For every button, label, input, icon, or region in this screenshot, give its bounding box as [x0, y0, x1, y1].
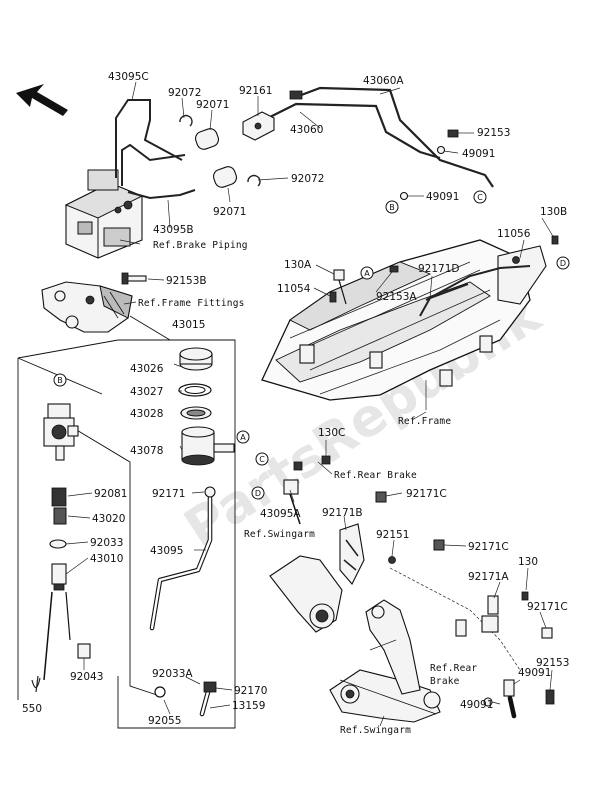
part-label-130a: 130A — [284, 259, 312, 271]
part-label-92153b: 92153B — [166, 275, 207, 287]
callout-c-label: C — [259, 455, 265, 464]
part-label-43095c: 43095C — [108, 71, 149, 83]
part-label-92171b: 92171B — [322, 507, 363, 519]
brake-pipes-top — [115, 86, 494, 200]
callout-c-label: C — [477, 193, 483, 202]
part-label-43026: 43026 — [130, 363, 164, 375]
callout-d-label: D — [255, 489, 261, 498]
part-label-92153a: 92153A — [376, 291, 417, 303]
ref-frame-fittings: Ref.Frame Fittings — [138, 298, 245, 309]
callout-a-frame: A — [360, 266, 374, 280]
front-direction-arrow-icon — [16, 84, 68, 116]
part-label-43095b: 43095B — [153, 224, 194, 236]
ref-frame: Ref.Frame — [398, 416, 451, 427]
part-label-92171c: 92171C — [527, 601, 568, 613]
part-label-92043: 92043 — [70, 671, 103, 683]
part-label-550: 550 — [22, 703, 42, 715]
part-label-43078: 43078 — [130, 445, 163, 457]
part-label-92171d: 92171D — [418, 263, 460, 275]
part-label-43095a: 43095A — [260, 508, 301, 520]
callout-a-label: A — [364, 269, 370, 278]
part-label-92033a: 92033A — [152, 668, 193, 680]
pipe-clamps-top — [179, 90, 459, 201]
part-label-92072: 92072 — [291, 173, 324, 185]
part-label-43010: 43010 — [90, 553, 123, 565]
part-label-92081: 92081 — [94, 488, 127, 500]
part-label-49091: 49091 — [460, 699, 493, 711]
part-label-11056: 11056 — [497, 228, 531, 240]
abs-unit — [64, 169, 144, 259]
callout-d-frame: D — [556, 256, 570, 270]
part-labels: 43095C 92072 92071 92161 43060A 43060 92… — [22, 71, 569, 727]
callout-d-label: D — [560, 259, 566, 268]
ref-swingarm: Ref.Swingarm — [340, 725, 411, 736]
part-label-92171c: 92171C — [406, 488, 447, 500]
callout-b-top: B — [385, 200, 399, 214]
part-label-43015: 43015 — [172, 319, 205, 331]
part-label-43060a: 43060A — [363, 75, 404, 87]
part-label-92171a: 92171A — [468, 571, 509, 583]
part-label-92153: 92153 — [536, 657, 569, 669]
ref-rear-brake: Ref.Rear Brake — [334, 470, 417, 481]
callout-b-label: B — [57, 376, 63, 385]
part-label-43060: 43060 — [290, 124, 323, 136]
part-label-92171c: 92171C — [468, 541, 509, 553]
part-label-49091: 49091 — [426, 191, 459, 203]
part-label-49091: 49091 — [462, 148, 495, 160]
ref-brake-piping: Ref.Brake Piping — [153, 240, 248, 251]
leader-lines — [65, 81, 555, 727]
callout-b-master: B — [53, 373, 67, 387]
part-label-92151: 92151 — [376, 529, 409, 541]
piston-parts — [31, 487, 91, 693]
part-label-130c: 130C — [318, 427, 345, 439]
part-label-11054: 11054 — [277, 283, 311, 295]
part-label-92171: 92171 — [152, 488, 185, 500]
swingarm-upper-assembly — [269, 523, 365, 633]
frame-fittings-upper-right — [329, 235, 559, 317]
part-label-43028: 43028 — [130, 408, 163, 420]
master-cylinder-body — [43, 403, 79, 461]
part-label-92071: 92071 — [213, 206, 246, 218]
part-label-43027: 43027 — [130, 386, 163, 398]
swingarm-lower-assembly — [329, 599, 441, 723]
part-label-92170: 92170 — [234, 685, 267, 697]
reference-labels: Ref.Brake Piping Ref.Frame Fittings Ref.… — [138, 240, 477, 736]
part-label-92071: 92071 — [196, 99, 229, 111]
reservoir-parts — [178, 347, 235, 466]
ref-rear-brake-line1: Ref.Rear — [430, 663, 477, 674]
reservoir-hose — [149, 486, 217, 717]
part-label-92033: 92033 — [90, 537, 123, 549]
callout-b-label: B — [389, 203, 395, 212]
callout-c-switch: C — [255, 452, 269, 466]
ref-swingarm: Ref.Swingarm — [244, 529, 315, 540]
ref-rear-brake-line2: Brake — [430, 676, 460, 687]
callout-a-reservoir: A — [236, 430, 250, 444]
frame-fitting-bracket — [41, 281, 133, 333]
part-label-130b: 130B — [540, 206, 567, 218]
part-label-43020: 43020 — [92, 513, 125, 525]
bolt-92153b-icon — [121, 272, 147, 285]
part-label-92072: 92072 — [168, 87, 201, 99]
part-label-92161: 92161 — [239, 85, 272, 97]
part-label-92153: 92153 — [477, 127, 510, 139]
part-label-49091: 49091 — [518, 667, 551, 679]
callout-a-label: A — [240, 433, 246, 442]
callout-c-top: C — [473, 190, 487, 204]
part-label-43095: 43095 — [150, 545, 183, 557]
part-label-130: 130 — [518, 556, 538, 568]
callout-d-switch: D — [251, 486, 265, 500]
part-label-13159: 13159 — [232, 700, 265, 712]
part-label-92055: 92055 — [148, 715, 181, 727]
